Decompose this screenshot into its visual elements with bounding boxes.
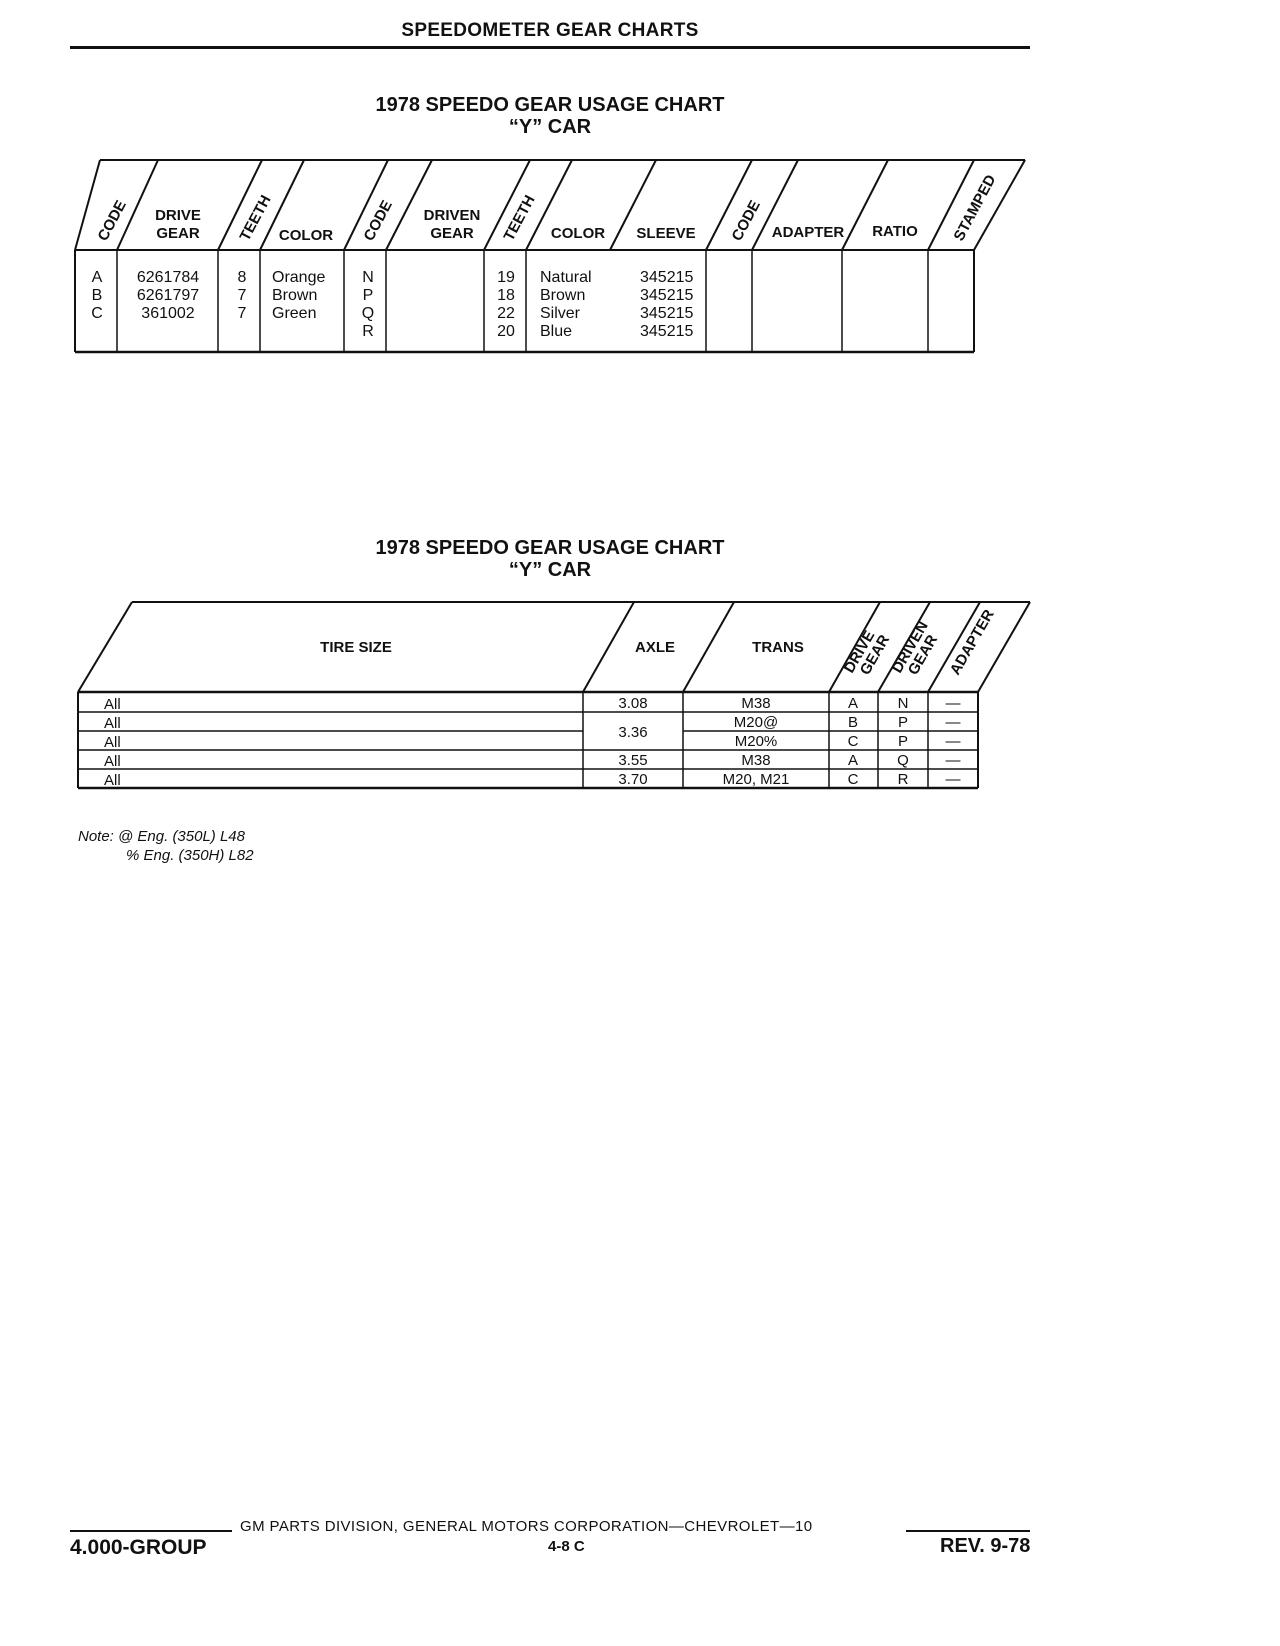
chart1-header-ratio: RATIO [872,223,918,240]
row-drive-gear: A [848,695,858,712]
driven-sleeve: 345215 [640,305,693,322]
drive-teeth: 8 [238,269,247,286]
chart1-header-adapter: ADAPTER [772,224,845,241]
chart1-header-stamped: STAMPED [951,172,1000,244]
drive-teeth: 7 [238,305,247,322]
chart1-header-code: CODE [95,198,130,244]
chart2-header-trans: TRANS [752,639,804,656]
chart2-table: TIRE SIZE AXLE TRANS DRIVE GEAR DRIVEN G… [77,601,1031,790]
chart1-driven-rows: N 19 Natural 345215 P 18 Brown 345215 Q … [362,269,694,340]
chart1-title-block: 1978 SPEEDO GEAR USAGE CHART “Y” CAR [300,94,800,138]
footer-rule-right [906,1530,1030,1532]
row-driven-gear: N [898,695,909,712]
row-trans: M20% [735,733,778,750]
page-header: SPEEDOMETER GEAR CHARTS [401,20,699,41]
driven-code: Q [362,305,374,322]
row-axle: 3.08 [618,695,647,712]
header-rule [70,46,1030,49]
driven-sleeve: 345215 [640,287,693,304]
chart2-title-block: 1978 SPEEDO GEAR USAGE CHART “Y” CAR [300,537,800,581]
footer-page-number: 4-8 C [548,1538,585,1555]
row-driven-gear: R [898,771,909,788]
chart1-drive-rows: A 6261784 8 Orange B 6261797 7 Brown C 3… [91,269,325,322]
driven-color: Silver [540,305,581,322]
drive-teeth: 7 [238,287,247,304]
row-tire-size: All [104,772,121,789]
note-line-2: % Eng. (350H) L82 [126,847,254,864]
chart2-rows: All 3.08 M38 A N — All 3.36 M20@ B P — A… [104,695,961,789]
row-adapter: — [946,771,961,788]
row-tire-size: All [104,715,121,732]
row-adapter: — [946,752,961,769]
row-trans: M20, M21 [723,771,790,788]
drive-gear-number: 6261784 [137,269,199,286]
driven-code: N [362,269,374,286]
drive-color: Green [272,305,316,322]
chart2-subtitle: “Y” CAR [508,559,592,581]
chart2-title: 1978 SPEEDO GEAR USAGE CHART [375,537,725,559]
drive-gear-number: 361002 [141,305,194,322]
row-adapter: — [946,695,961,712]
row-axle: 3.55 [618,752,647,769]
chart1-header-drive-gear-2: GEAR [156,225,200,242]
driven-color: Brown [540,287,585,304]
note-line-1: Note: @ Eng. (350L) L48 [78,828,245,845]
footer-rule-left [70,1530,232,1532]
driven-code: P [363,287,374,304]
row-trans: M38 [741,752,770,769]
driven-color: Blue [540,323,572,340]
row-adapter: — [946,714,961,731]
driven-teeth: 18 [497,287,515,304]
chart1-header-sleeve: SLEEVE [636,225,695,242]
row-driven-gear: Q [897,752,909,769]
row-axle: 3.70 [618,771,647,788]
row-drive-gear: C [848,771,859,788]
row-drive-gear: A [848,752,858,769]
row-trans: M20@ [734,714,778,731]
driven-color: Natural [540,269,592,286]
drive-code: A [92,269,103,286]
drive-gear-number: 6261797 [137,287,199,304]
driven-code: R [362,323,374,340]
chart2-header-axle: AXLE [635,639,675,656]
chart1-subtitle: “Y” CAR [508,116,592,138]
row-driven-gear: P [898,733,908,750]
row-tire-size: All [104,696,121,713]
driven-sleeve: 345215 [640,323,693,340]
row-adapter: — [946,733,961,750]
chart1-header-color: COLOR [279,227,333,244]
chart1-title: 1978 SPEEDO GEAR USAGE CHART [375,94,725,116]
footer-division: GM PARTS DIVISION, GENERAL MOTORS CORPOR… [240,1518,813,1535]
drive-code: C [91,305,103,322]
row-tire-size: All [104,734,121,751]
row-trans: M38 [741,695,770,712]
chart1-header-drive-gear-1: DRIVE [155,207,201,224]
drive-color: Orange [272,269,325,286]
row-drive-gear: B [848,714,858,731]
row-driven-gear: P [898,714,908,731]
chart2-header-tire-size: TIRE SIZE [320,639,392,656]
driven-teeth: 19 [497,269,515,286]
driven-teeth: 20 [497,323,515,340]
chart1-table: CODE TEETH CODE TEETH CODE STAMPED DRIVE… [74,159,1026,354]
chart1-header-driven-gear-1: DRIVEN [424,207,481,224]
drive-color: Brown [272,287,317,304]
driven-teeth: 22 [497,305,515,322]
row-tire-size: All [104,753,121,770]
chart1-header-driven-gear-2: GEAR [430,225,474,242]
chart1-header-color-driven: COLOR [551,225,605,242]
driven-sleeve: 345215 [640,269,693,286]
engine-note: Note: @ Eng. (350L) L48 % Eng. (350H) L8… [78,827,254,865]
footer-group: 4.000-GROUP [70,1536,207,1559]
footer-revision: REV. 9-78 [940,1535,1031,1557]
drive-code: B [92,287,103,304]
row-drive-gear: C [848,733,859,750]
row-axle: 3.36 [618,724,647,741]
